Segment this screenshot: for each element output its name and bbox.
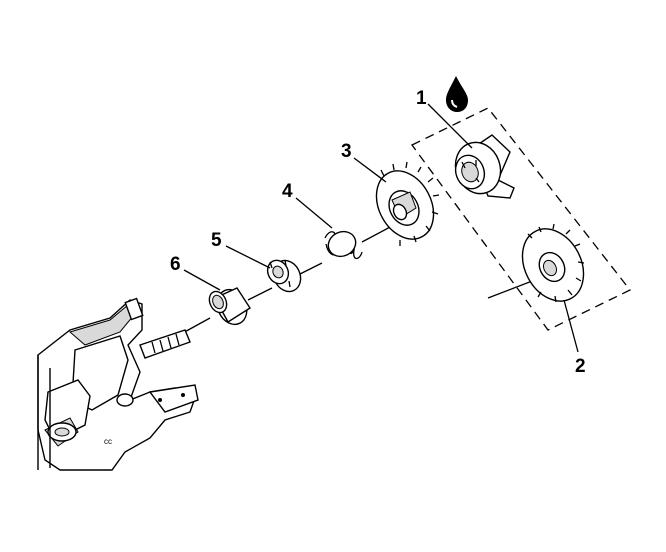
part-2-disc — [521, 223, 585, 303]
leader-line-3 — [353, 157, 387, 183]
part-6-ring — [208, 287, 251, 326]
part-1-hub — [454, 134, 515, 199]
callout-1: 1 — [416, 88, 427, 109]
part-5-bearing — [266, 259, 302, 293]
callout-4: 4 — [282, 181, 293, 202]
part-4-spring — [324, 230, 363, 260]
leader-line-6 — [183, 269, 221, 291]
callout-3: 3 — [341, 141, 352, 162]
housing-assembly: cc — [37, 297, 199, 471]
kit-dashed-box — [411, 107, 632, 331]
leader-line-1 — [427, 103, 473, 149]
svg-text:cc: cc — [104, 437, 112, 446]
oil-drop-icon — [446, 76, 468, 112]
callout-2: 2 — [575, 356, 586, 377]
leader-line-2 — [563, 299, 579, 353]
assembly-axis — [169, 225, 541, 341]
part-3-plate — [375, 161, 440, 246]
leader-line-4 — [295, 197, 333, 229]
leader-line-5 — [225, 245, 271, 269]
callout-6: 6 — [170, 254, 181, 275]
callout-5: 5 — [211, 230, 222, 251]
